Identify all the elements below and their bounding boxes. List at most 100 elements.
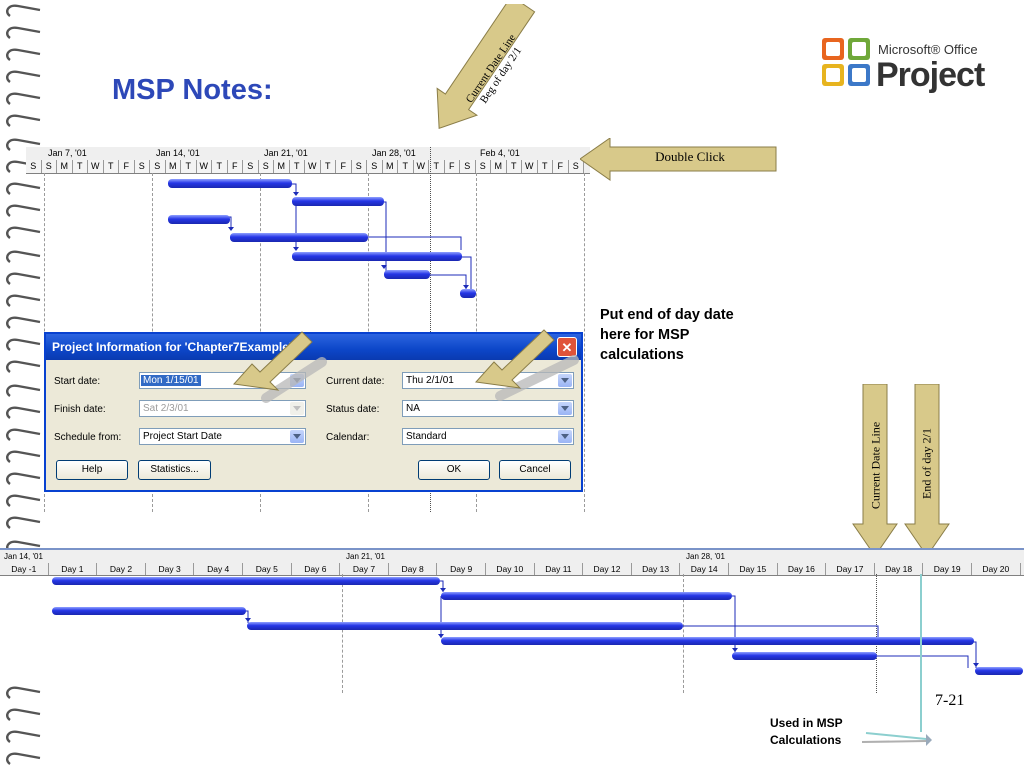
day-cell: Day 20 bbox=[972, 563, 1021, 575]
spiral-loop bbox=[6, 516, 41, 529]
spiral-loop bbox=[6, 160, 41, 173]
note-line: Calculations bbox=[770, 733, 842, 747]
spiral-loop bbox=[6, 182, 41, 195]
day-cell: T bbox=[506, 160, 522, 173]
day-cell: S bbox=[41, 160, 57, 173]
spiral-loop bbox=[6, 294, 41, 307]
spiral-binding bbox=[6, 4, 41, 765]
gantt-bar[interactable] bbox=[441, 637, 974, 645]
spiral-loop bbox=[6, 494, 41, 507]
current-date-line-down-arrow bbox=[852, 384, 898, 557]
day-cell: Day 1 bbox=[49, 563, 98, 575]
gantt-bar[interactable] bbox=[975, 667, 1023, 675]
spiral-loop bbox=[6, 686, 41, 699]
day-cell: S bbox=[243, 160, 259, 173]
dialog-title: Project Information for 'Chapter7Example… bbox=[52, 340, 292, 354]
timescale-header: Jan 7, '01 Jan 14, '01 Jan 21, '01 Jan 2… bbox=[26, 147, 590, 174]
day-cell: M bbox=[382, 160, 398, 173]
spiral-loop bbox=[6, 114, 41, 127]
chevron-down-icon bbox=[290, 402, 304, 415]
day-cell: Day 2 bbox=[97, 563, 146, 575]
gantt-chart-bottom[interactable]: Jan 14, '01 Jan 21, '01 Jan 28, '01 Day … bbox=[0, 548, 1024, 693]
ok-button[interactable]: OK bbox=[418, 460, 490, 480]
day-cell: S bbox=[134, 160, 150, 173]
day-cell: Day 18 bbox=[875, 563, 924, 575]
day-cell: T bbox=[212, 160, 228, 173]
gantt-bar[interactable] bbox=[292, 252, 462, 261]
day-cell: Day 12 bbox=[583, 563, 632, 575]
day-cell: Day 14 bbox=[680, 563, 729, 575]
chevron-down-icon[interactable] bbox=[558, 374, 572, 387]
calendar-select[interactable]: Standard bbox=[402, 428, 574, 445]
day-cell: M bbox=[57, 160, 73, 173]
spiral-loop bbox=[6, 92, 41, 105]
calendar-value: Standard bbox=[406, 431, 447, 442]
start-date-pointer-arrow bbox=[232, 331, 327, 403]
gantt-bar[interactable] bbox=[441, 592, 732, 600]
double-click-label: Double Click bbox=[655, 149, 725, 164]
gantt-bar[interactable] bbox=[384, 270, 430, 279]
gantt-bar[interactable] bbox=[168, 179, 292, 188]
finish-date-label: Finish date: bbox=[54, 404, 106, 415]
close-button[interactable]: ✕ bbox=[557, 337, 577, 357]
gantt-bar[interactable] bbox=[52, 577, 440, 585]
finish-date-field: Sat 2/3/01 bbox=[139, 400, 306, 417]
week-gridline bbox=[683, 574, 684, 693]
week-label: Jan 28, '01 bbox=[686, 552, 725, 561]
spiral-loop bbox=[6, 752, 41, 765]
day-cell: Day 11 bbox=[535, 563, 584, 575]
day-cell: T bbox=[398, 160, 414, 173]
dialog-titlebar[interactable]: Project Information for 'Chapter7Example… bbox=[46, 334, 581, 360]
slide-title: MSP Notes: bbox=[112, 74, 273, 106]
gantt-chart-top[interactable]: Jan 7, '01 Jan 14, '01 Jan 21, '01 Jan 2… bbox=[26, 147, 590, 512]
day-cell: F bbox=[227, 160, 243, 173]
spiral-loop bbox=[6, 338, 41, 351]
gantt-bar[interactable] bbox=[460, 289, 476, 298]
day-cell: Day 17 bbox=[826, 563, 875, 575]
gantt-bar[interactable] bbox=[247, 622, 683, 630]
spiral-loop bbox=[6, 428, 41, 441]
day-cell: S bbox=[367, 160, 383, 173]
gantt-bar[interactable] bbox=[292, 197, 384, 206]
cancel-button[interactable]: Cancel bbox=[499, 460, 571, 480]
spiral-loop bbox=[6, 70, 41, 83]
ms-project-logo: Microsoft® Office Project bbox=[820, 36, 1000, 96]
chevron-down-icon[interactable] bbox=[558, 402, 572, 415]
logo-text-project: Project bbox=[876, 56, 985, 94]
spiral-loop bbox=[6, 204, 41, 217]
gantt-bar[interactable] bbox=[168, 215, 230, 224]
week-label: Jan 21, '01 bbox=[264, 148, 308, 158]
help-button[interactable]: Help bbox=[56, 460, 128, 480]
day-cell: Day 4 bbox=[194, 563, 243, 575]
status-date-field[interactable]: NA bbox=[402, 400, 574, 417]
week-label: Jan 14, '01 bbox=[156, 148, 200, 158]
day-cell: Day 10 bbox=[486, 563, 535, 575]
week-label: Jan 21, '01 bbox=[346, 552, 385, 561]
day-cell: W bbox=[413, 160, 429, 173]
gantt-bars-top bbox=[168, 179, 476, 298]
gantt-bar[interactable] bbox=[230, 233, 368, 242]
spiral-loop bbox=[6, 316, 41, 329]
chevron-down-icon[interactable] bbox=[558, 430, 572, 443]
day-cell: F bbox=[119, 160, 135, 173]
schedule-from-label: Schedule from: bbox=[54, 432, 122, 443]
schedule-from-select[interactable]: Project Start Date bbox=[139, 428, 306, 445]
week-label: Jan 28, '01 bbox=[372, 148, 416, 158]
statistics-button[interactable]: Statistics... bbox=[138, 460, 211, 480]
day-cell: W bbox=[522, 160, 538, 173]
end-of-day-label: End of day 2/1 bbox=[919, 428, 934, 499]
day-cell: T bbox=[537, 160, 553, 173]
project-information-dialog[interactable]: Project Information for 'Chapter7Example… bbox=[44, 332, 583, 492]
chevron-down-icon[interactable] bbox=[290, 430, 304, 443]
end-of-day-note: Put end of day date here for MSP calcula… bbox=[600, 305, 780, 365]
day-cell: W bbox=[305, 160, 321, 173]
spiral-loop bbox=[6, 48, 41, 61]
used-in-msp-note: Used in MSP Calculations bbox=[770, 715, 843, 749]
logo-text-microsoft-office: Microsoft® Office bbox=[878, 42, 978, 57]
day-cell: S bbox=[150, 160, 166, 173]
gantt-bar[interactable] bbox=[52, 607, 246, 615]
week-gridline bbox=[584, 173, 585, 512]
day-cell: Day 9 bbox=[437, 563, 486, 575]
day-cell: W bbox=[88, 160, 104, 173]
gantt-bar[interactable] bbox=[732, 652, 877, 660]
